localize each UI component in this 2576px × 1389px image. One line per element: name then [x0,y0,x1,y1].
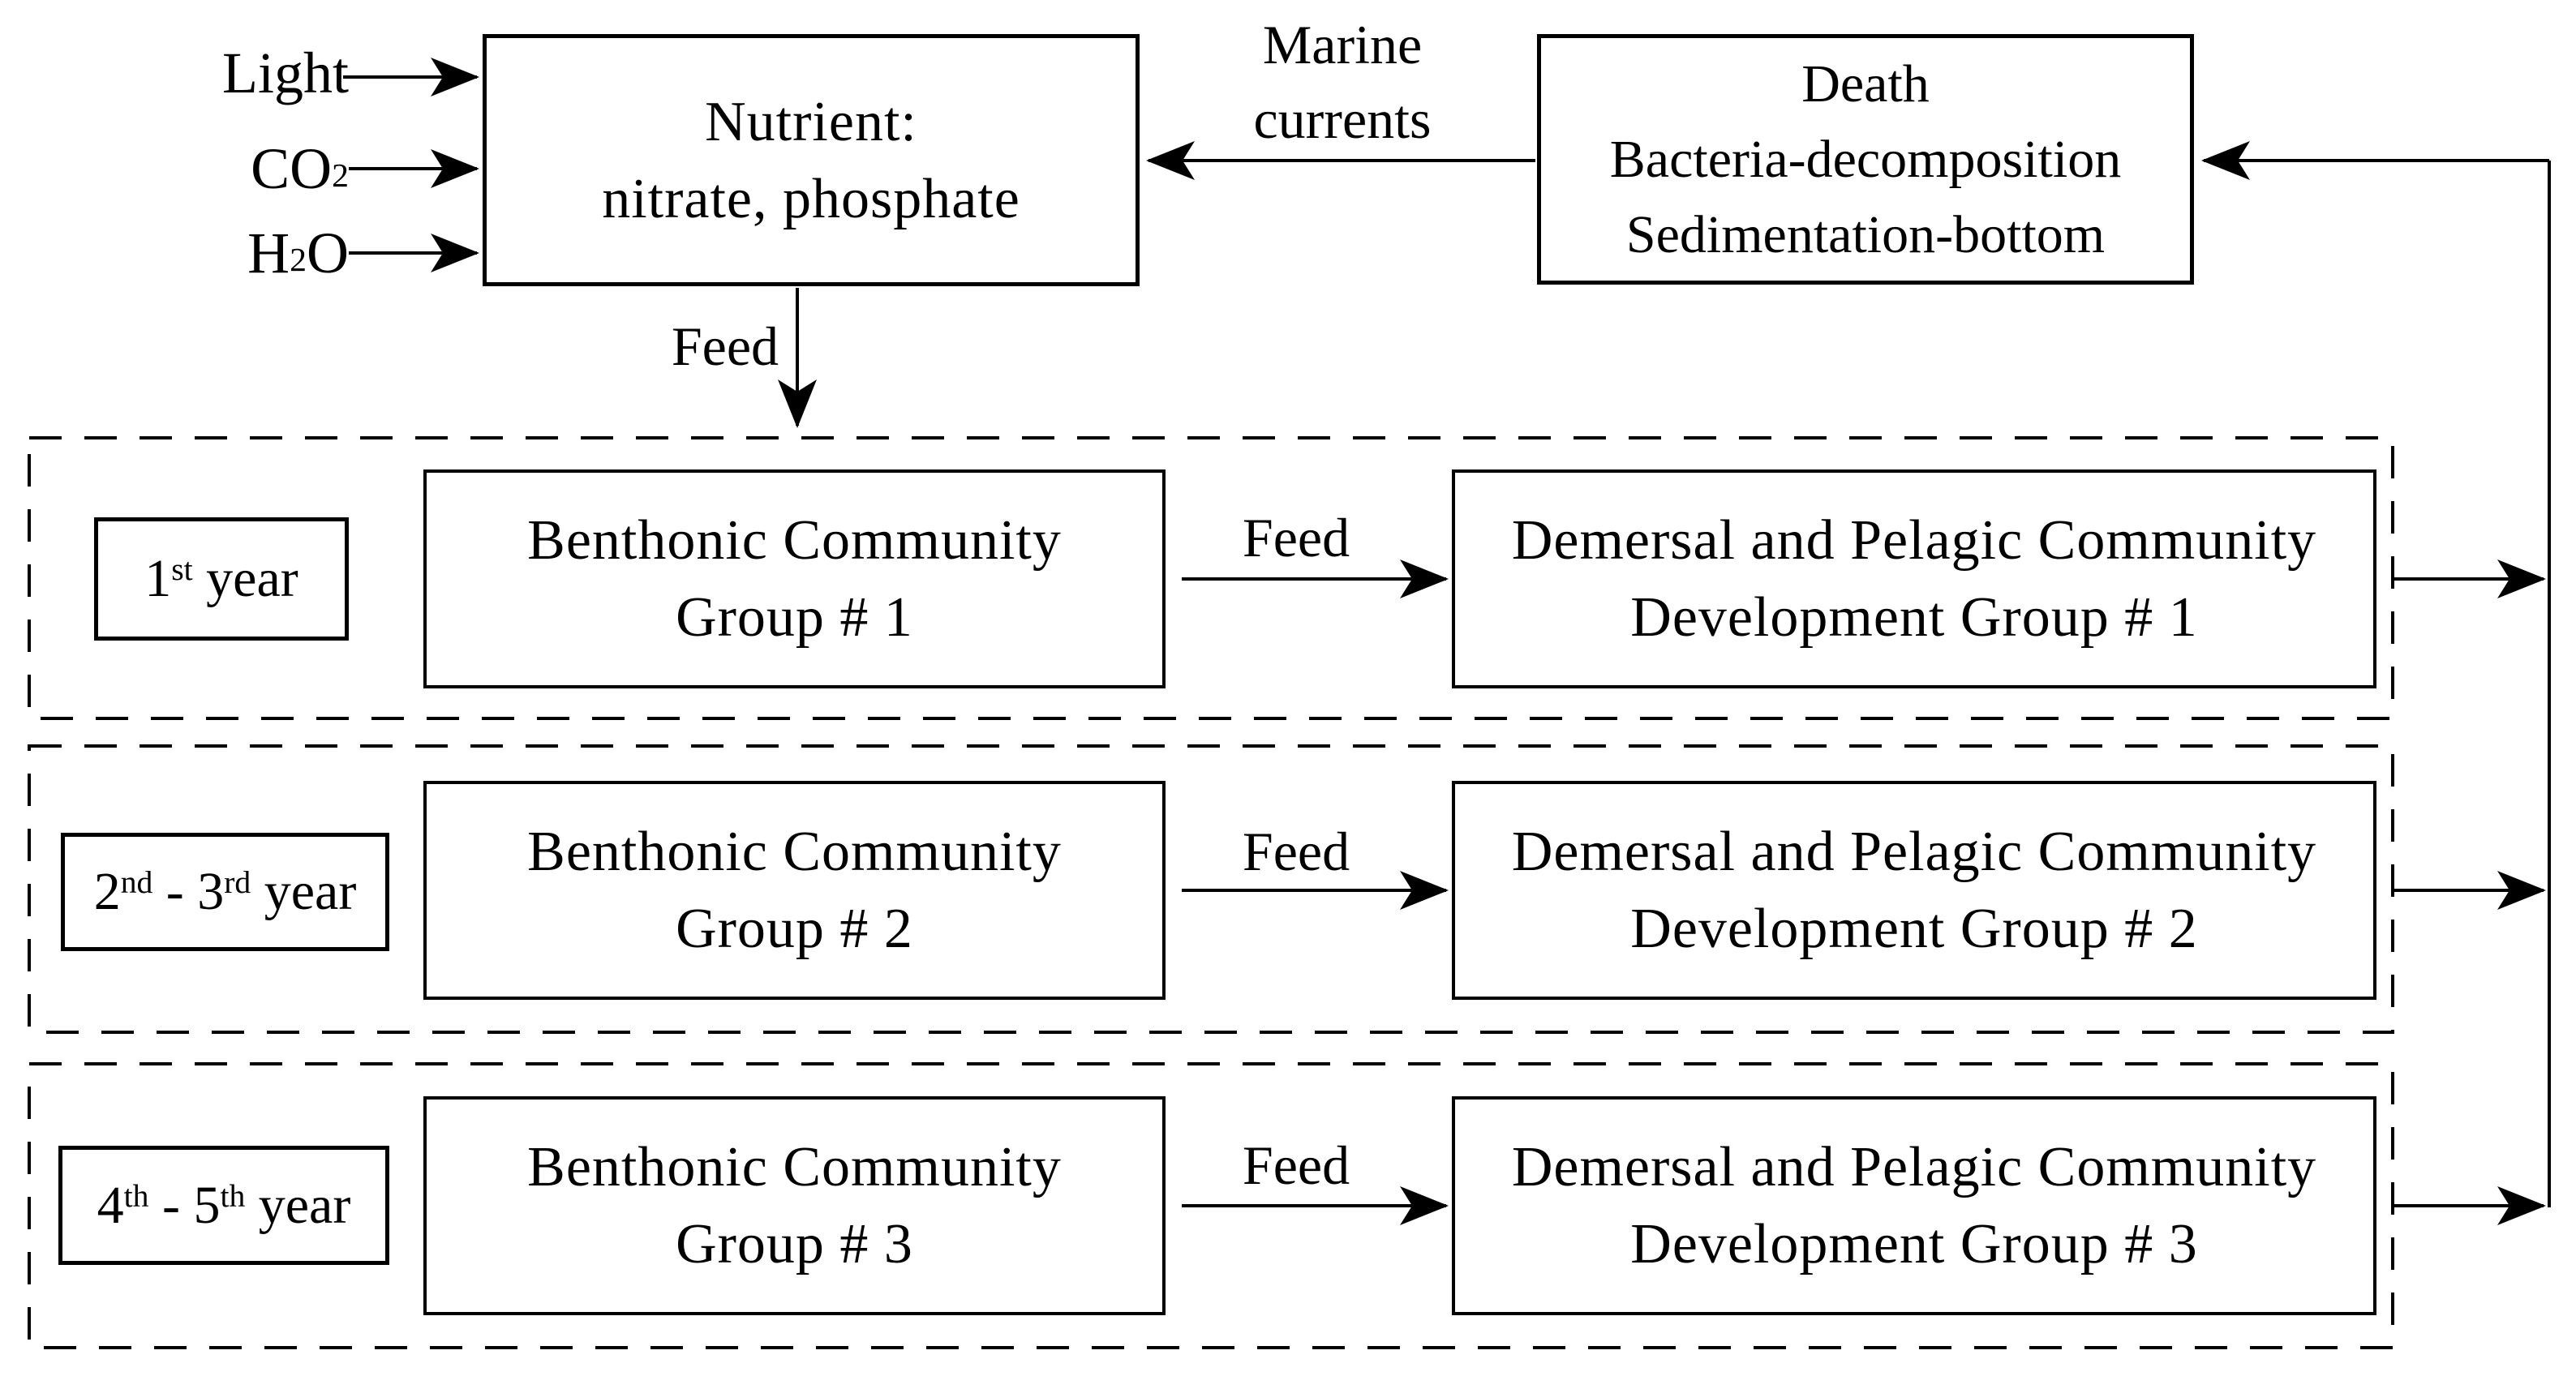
year-label-1: 1st year [144,548,298,610]
nutrient-line-1: Nutrient: [705,90,917,153]
feed-label-row-2: Feed [1242,820,1350,882]
year-2-mid: - 3 [152,862,225,921]
benthonic-box-1: Benthonic Community Group # 1 [423,469,1166,688]
benthonic-1-line-1: Benthonic Community [527,509,1062,572]
benthonic-3-line-2: Group # 3 [676,1213,913,1275]
marine-currents-line-2: currents [1253,88,1432,150]
death-line-2: Bacteria-decomposition [1609,130,2122,189]
year-3-sup1: th [123,1177,149,1214]
death-line-3: Sedimentation-bottom [1625,205,2106,264]
year-1-sup1: st [171,551,193,588]
demersal-2-line-2: Development Group # 2 [1630,898,2198,960]
year-label-box-1: 1st year [94,517,349,641]
year-1-mid: year [192,549,298,608]
year-label-box-2: 2nd - 3rd year [61,833,389,951]
year-2-rest: year [251,862,357,921]
year-3-rest: year [245,1175,351,1235]
benthonic-3-line-1: Benthonic Community [527,1136,1062,1198]
year-3-mid: - 5 [148,1175,221,1235]
input-h2o-sub: 2 [290,242,307,280]
year-2-sup1: nd [120,864,153,901]
demersal-1-line-2: Development Group # 1 [1630,586,2198,649]
demersal-2-line-1: Demersal and Pelagic Community [1511,821,2317,883]
benthonic-2-line-2: Group # 2 [676,898,913,960]
death-decomposition-box: Death Bacteria-decomposition Sedimentati… [1537,34,2194,285]
input-co2-text: CO [251,135,333,201]
feed-label-row-1: Feed [1242,506,1350,568]
year-2-base: 2 [93,862,121,921]
year-3-base: 4 [97,1175,124,1235]
marine-currents-label: Marine currents [1172,7,1513,156]
year-1-base: 1 [144,549,172,608]
input-h2o-text: H [247,220,290,285]
marine-currents-line-1: Marine [1262,14,1423,75]
death-line-1: Death [1801,54,1930,114]
demersal-box-2: Demersal and Pelagic Community Developme… [1452,781,2376,1000]
demersal-3-line-1: Demersal and Pelagic Community [1511,1136,2317,1198]
year-2-sup2: rd [224,864,251,901]
input-label-light: Light [162,35,349,111]
input-co2-sub: 2 [332,157,349,195]
benthonic-1-line-2: Group # 1 [676,586,913,649]
demersal-3-line-2: Development Group # 3 [1630,1213,2198,1275]
benthonic-2-line-1: Benthonic Community [527,821,1062,883]
feed-label-row-3: Feed [1242,1134,1350,1196]
input-h2o-post: O [307,220,349,285]
benthonic-box-2: Benthonic Community Group # 2 [423,781,1166,1000]
year-label-2: 2nd - 3rd year [94,861,357,923]
nutrient-line-2: nitrate, phosphate [602,167,1020,230]
demersal-box-1: Demersal and Pelagic Community Developme… [1452,469,2376,688]
demersal-1-line-1: Demersal and Pelagic Community [1511,509,2317,572]
benthonic-box-3: Benthonic Community Group # 3 [423,1096,1166,1315]
demersal-box-3: Demersal and Pelagic Community Developme… [1452,1096,2376,1315]
nutrient-box: Nutrient: nitrate, phosphate [483,34,1140,286]
year-3-sup2: th [220,1177,246,1214]
year-label-box-3: 4th - 5th year [58,1146,389,1265]
input-light-text: Light [222,40,349,105]
year-label-3: 4th - 5th year [97,1175,351,1237]
feed-down-label: Feed [671,315,779,377]
